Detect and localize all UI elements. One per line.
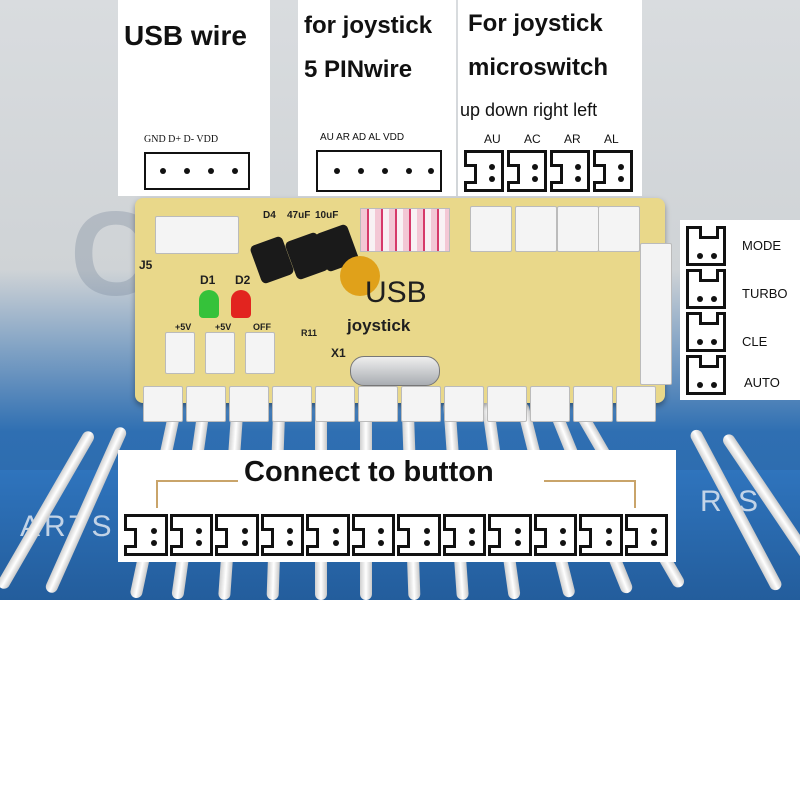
board-button-connector-9 bbox=[487, 386, 527, 422]
led-green bbox=[199, 290, 219, 318]
usb-wire-label-box: USB wire GND D+ D- VDD bbox=[118, 0, 270, 196]
button-connector-diagrams bbox=[124, 514, 670, 558]
board-button-connector-4 bbox=[272, 386, 312, 422]
joystick-5pin-title-line2: 5 PINwire bbox=[304, 56, 413, 83]
led-red bbox=[231, 290, 251, 318]
microswitch-pin-au: AU bbox=[484, 132, 501, 146]
side-mode-connector-2 bbox=[686, 269, 726, 309]
joystick-5pin-connector-diagram bbox=[316, 150, 442, 192]
board-button-connector-8 bbox=[444, 386, 484, 422]
usb-pin-labels: GND D+ D- VDD bbox=[144, 134, 219, 145]
usb-wire-title: USB wire bbox=[124, 20, 247, 51]
side-mode-diagrams bbox=[686, 226, 726, 396]
board-label-j5: J5 bbox=[139, 258, 153, 272]
board-button-connector-3 bbox=[229, 386, 269, 422]
button-connector-7 bbox=[397, 514, 441, 556]
ceramic-capacitor bbox=[340, 256, 380, 296]
board-label-off: OFF bbox=[253, 322, 271, 332]
side-mode-connector-3 bbox=[686, 312, 726, 352]
microswitch-directions: up down right left bbox=[460, 100, 598, 120]
board-button-connector-11 bbox=[573, 386, 613, 422]
microswitch-connector-diagram-4 bbox=[593, 150, 633, 192]
microswitch-pin-al: AL bbox=[604, 132, 619, 146]
board-button-connector-7 bbox=[401, 386, 441, 422]
microswitch-connector-diagrams bbox=[464, 150, 634, 194]
crystal-oscillator bbox=[350, 356, 440, 386]
microswitch-pin-ac: AC bbox=[524, 132, 541, 146]
side-mode-connector-1 bbox=[686, 226, 726, 266]
button-connector-11 bbox=[579, 514, 623, 556]
jumper-5v-b bbox=[205, 332, 235, 374]
microswitch-connector-diagram-1 bbox=[464, 150, 504, 192]
button-connector-3 bbox=[215, 514, 259, 556]
bracket-end-left bbox=[156, 480, 158, 508]
board-label-5v-b: +5V bbox=[215, 322, 232, 332]
microswitch-connector-al bbox=[598, 206, 640, 252]
side-mode-label-auto: AUTO bbox=[744, 375, 780, 390]
button-connector-4 bbox=[260, 514, 304, 556]
board-label-d4: D4 bbox=[263, 210, 276, 221]
usb-connector bbox=[155, 216, 239, 254]
board-label-47uf: 47uF bbox=[287, 210, 311, 221]
bracket-line-right bbox=[544, 480, 636, 482]
board-label-r11: R11 bbox=[301, 328, 318, 338]
microswitch-pin-ar: AR bbox=[564, 132, 581, 146]
side-mode-label-mode: MODE bbox=[742, 238, 781, 253]
side-mode-label-cle: CLE bbox=[742, 334, 768, 349]
joystick-5pin-label-box: for joystick 5 PINwire AU AR AD AL VDD bbox=[298, 0, 456, 196]
side-modes-label-box: MODE TURBO CLE AUTO bbox=[680, 220, 800, 400]
side-mode-connectors bbox=[640, 243, 672, 385]
side-mode-label-turbo: TURBO bbox=[742, 286, 788, 301]
joystick-5pin-pin-labels: AU AR AD AL VDD bbox=[320, 132, 405, 143]
connect-to-button-title: Connect to button bbox=[244, 456, 494, 488]
jumper-off bbox=[245, 332, 275, 374]
microswitch-connector-diagram-3 bbox=[550, 150, 590, 192]
usb-connector-diagram bbox=[144, 152, 250, 190]
microswitch-connector-au bbox=[470, 206, 512, 252]
board-button-connector-6 bbox=[358, 386, 398, 422]
joystick-5pin-connector bbox=[360, 208, 450, 252]
encoder-board: J5 D1 D2 D4 47uF 10uF USB joystick X1 R1… bbox=[135, 198, 672, 422]
button-connector-2 bbox=[169, 514, 213, 556]
joystick-5pin-title-line1: for joystick bbox=[304, 12, 433, 39]
button-connector-8 bbox=[442, 514, 486, 556]
board-label-10uf: 10uF bbox=[315, 210, 339, 221]
jumper-5v-a bbox=[165, 332, 195, 374]
board-button-connector-1 bbox=[143, 386, 183, 422]
button-connector-10 bbox=[533, 514, 577, 556]
microswitch-label-box: For joystick microswitch up down right l… bbox=[458, 0, 642, 196]
board-label-usb: USB bbox=[365, 276, 427, 309]
board-button-connector-10 bbox=[530, 386, 570, 422]
board-button-connector-12 bbox=[616, 386, 656, 422]
board-label-joystick: joystick bbox=[347, 316, 411, 335]
button-connector-6 bbox=[351, 514, 395, 556]
side-mode-connector-4 bbox=[686, 355, 726, 395]
board-label-d2: D2 bbox=[235, 273, 251, 287]
board-label-x1: X1 bbox=[331, 346, 346, 360]
microswitch-title-line1: For joystick bbox=[468, 10, 603, 37]
board-button-connector-5 bbox=[315, 386, 355, 422]
microswitch-connector-ar bbox=[557, 206, 599, 252]
button-connector-12 bbox=[624, 514, 668, 556]
board-button-connector-2 bbox=[186, 386, 226, 422]
button-connector-1 bbox=[124, 514, 168, 556]
microswitch-connector-diagram-2 bbox=[507, 150, 547, 192]
button-connector-5 bbox=[306, 514, 350, 556]
connect-to-button-label-box: Connect to button bbox=[118, 450, 676, 562]
board-label-d1: D1 bbox=[200, 273, 216, 287]
button-connector-9 bbox=[488, 514, 532, 556]
board-label-5v-a: +5V bbox=[175, 322, 192, 332]
bracket-line-left bbox=[156, 480, 238, 482]
microswitch-connector-ac bbox=[515, 206, 557, 252]
bracket-end-right bbox=[634, 480, 636, 508]
microswitch-title-line2: microswitch bbox=[468, 54, 609, 81]
